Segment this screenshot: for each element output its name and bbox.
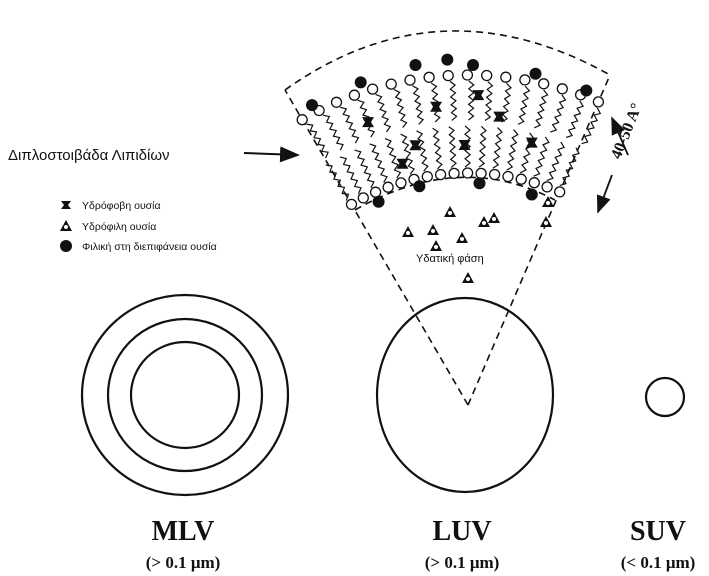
mlv-vesicle [82, 295, 288, 495]
luv-size: (> 0.1 μm) [425, 553, 500, 572]
hydrophilic-icon [60, 220, 72, 231]
legend-hydrophilic: Υδρόφιλη ουσία [82, 221, 156, 233]
aqueous-label: Υδατική φάση [416, 253, 484, 265]
mlv-name: MLV [152, 516, 215, 547]
legend-interfacial: Φιλική στη διεπιφάνεια ουσία [82, 241, 217, 253]
luv-vesicle [377, 298, 553, 492]
legend: Υδρόφοβη ουσία Υδρόφιλη ουσία Φιλική στη… [60, 200, 217, 253]
interfacial-icon [60, 240, 72, 252]
suv-name: SUV [630, 516, 686, 547]
bilayer-pointer [244, 153, 298, 155]
lipid-bilayer [297, 54, 603, 210]
suv-vesicle [646, 378, 684, 416]
bilayer-label: Διπλοστοιβάδα Λιπιδίων [8, 147, 170, 164]
luv-name: LUV [432, 516, 491, 547]
hydrophobic-icon [61, 201, 71, 209]
legend-hydrophobic: Υδρόφοβη ουσία [82, 200, 161, 212]
suv-size: (< 0.1 μm) [621, 553, 696, 572]
thickness-label: 40-50 A° [608, 101, 646, 162]
aqueous-solutes [402, 196, 554, 283]
mlv-size: (> 0.1 μm) [146, 553, 221, 572]
